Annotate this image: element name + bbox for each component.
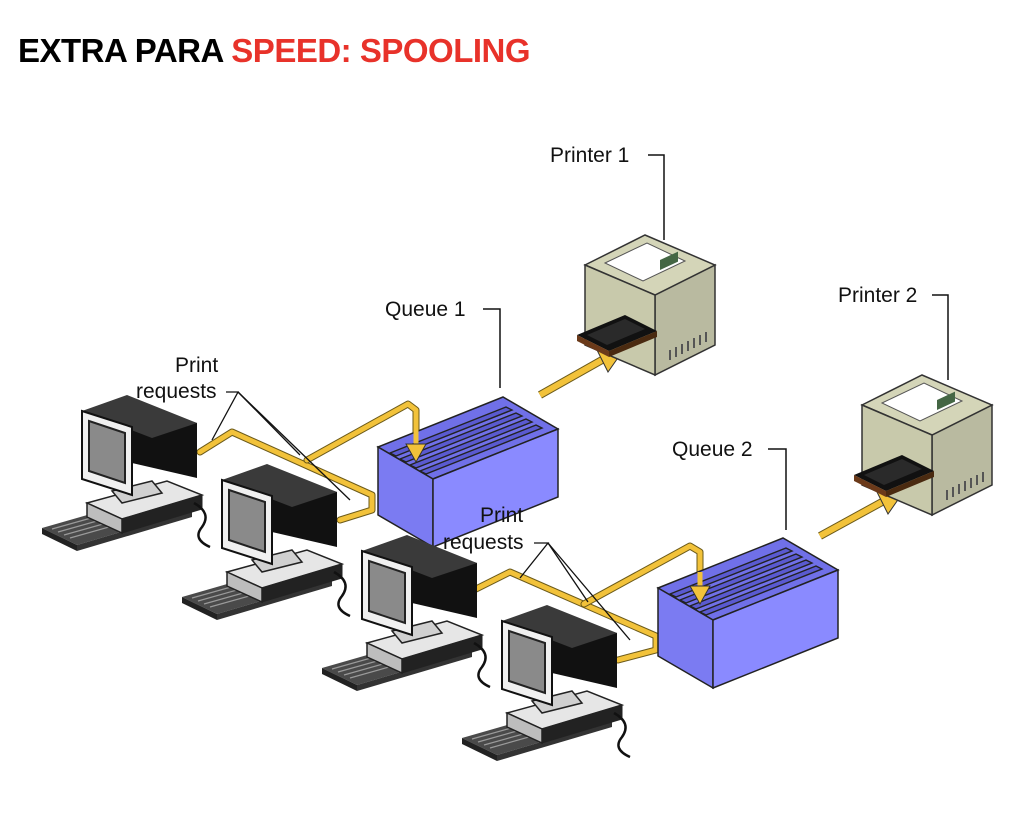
print-requests-1-line1: Print: [175, 354, 218, 377]
queue-1-in-arrowhead: [405, 443, 427, 464]
printer-2-leader: [932, 294, 949, 380]
print-requests-2-line1: Print: [480, 504, 523, 527]
computer-3: [320, 533, 492, 693]
queue-2-leader: [768, 448, 787, 530]
print-requests-2-line2: requests: [443, 531, 524, 554]
computer-1: [40, 393, 212, 553]
queue-2-box: [657, 537, 839, 689]
printer-2-label: Printer 2: [838, 284, 917, 307]
print-requests-1-line2: requests: [136, 380, 217, 403]
cables-group-1: [196, 400, 420, 524]
printer-1-label: Printer 1: [550, 144, 629, 167]
queue-1-label: Queue 1: [385, 298, 466, 321]
queue-1-leader: [483, 308, 501, 388]
computer-2: [180, 462, 352, 622]
print-requests-2-leader: [519, 542, 631, 641]
page-title: EXTRA PARA SPEED: SPOOLING: [18, 32, 531, 70]
print-requests-1-leader: [211, 391, 351, 501]
queue-2-in-arrowhead: [689, 585, 711, 606]
title-prefix: EXTRA PARA: [18, 32, 232, 69]
printer-1-leader: [648, 154, 665, 240]
title-highlight: SPEED: SPOOLING: [231, 32, 531, 69]
printer-2: [853, 374, 993, 516]
queue-1-box: [377, 396, 559, 548]
queue-2-label: Queue 2: [672, 438, 753, 461]
printer-1: [576, 234, 716, 376]
cables-group-2: [466, 542, 704, 664]
computer-4: [460, 603, 632, 763]
